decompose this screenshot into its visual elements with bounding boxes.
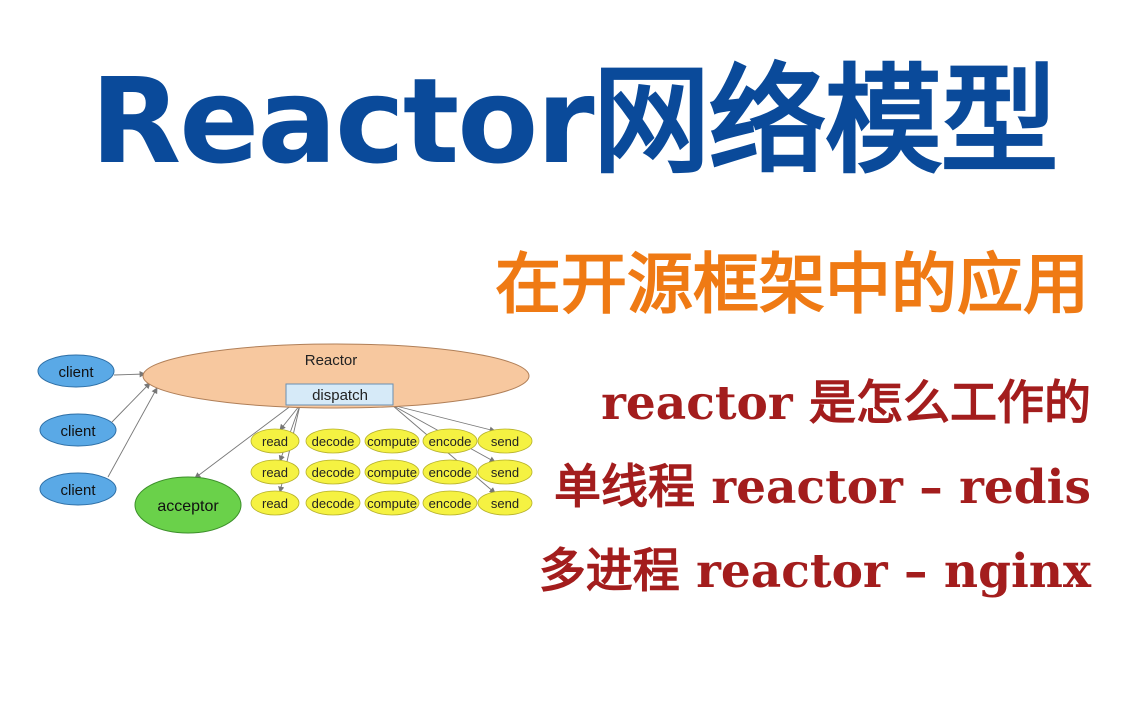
handler-label-read: read (262, 434, 288, 449)
dispatch-box (285, 383, 394, 406)
handler-label-read: read (262, 465, 288, 480)
handler-label-compute: compute (367, 496, 417, 511)
bullet-list: reactor 是怎么工作的 单线程 reactor – redis 多进程 r… (539, 362, 1091, 614)
handler-label-compute: compute (367, 434, 417, 449)
handler-label-encode: encode (429, 434, 472, 449)
handler-node-send (477, 459, 533, 485)
handler-node-read (250, 459, 300, 485)
dispatch-label: dispatch (312, 387, 368, 404)
handler-label-read: read (262, 496, 288, 511)
dispatch-to-send-arrow (391, 404, 496, 433)
handler-node-encode (422, 428, 478, 454)
handler-node-send (477, 490, 533, 516)
client-to-reactor-arrow (111, 382, 151, 423)
client-node (39, 413, 117, 447)
page-subtitle: 在开源框架中的应用 (495, 246, 1089, 323)
reactor-node (142, 343, 530, 409)
bullet-single-thread-redis: 单线程 reactor – redis (554, 460, 1091, 515)
handler-node-compute (364, 490, 420, 516)
handler-label-send: send (491, 496, 519, 511)
acceptor-label: acceptor (157, 498, 219, 515)
bullet-multi-process-nginx: 多进程 reactor – nginx (538, 544, 1091, 599)
client-label: client (60, 423, 96, 440)
handler-label-send: send (491, 434, 519, 449)
acceptor-node (134, 476, 242, 534)
reactor-label: Reactor (305, 352, 358, 369)
client-label: client (58, 364, 94, 381)
handler-node-read (250, 428, 300, 454)
dispatch-to-acceptor-arrow (194, 404, 293, 479)
handler-label-decode: decode (312, 496, 355, 511)
handler-node-decode (305, 459, 361, 485)
dispatch-to-read-arrow (279, 404, 301, 431)
client-node (37, 354, 115, 388)
handler-label-encode: encode (429, 465, 472, 480)
handler-label-send: send (491, 465, 519, 480)
bullet-how-reactor-works: reactor 是怎么工作的 (601, 376, 1091, 431)
handler-grid: read decode compute encode send read decode com… (250, 428, 533, 516)
handler-node-encode (422, 490, 478, 516)
handler-label-encode: encode (429, 496, 472, 511)
client-label: client (60, 482, 96, 499)
handler-node-compute (364, 428, 420, 454)
handler-label-compute: compute (367, 465, 417, 480)
handler-node-decode (305, 490, 361, 516)
client-to-reactor-arrow (113, 371, 146, 378)
handler-label-decode: decode (312, 465, 355, 480)
handler-node-compute (364, 459, 420, 485)
handler-node-decode (305, 428, 361, 454)
reactor-diagram: Reactor dispatch client client client ac… (37, 343, 533, 534)
client-to-reactor-arrow (107, 387, 158, 478)
client-node (39, 472, 117, 506)
handler-node-encode (422, 459, 478, 485)
handler-node-send (477, 428, 533, 454)
page-title: Reactor网络模型 (90, 52, 1058, 190)
handler-node-read (250, 490, 300, 516)
handler-label-decode: decode (312, 434, 355, 449)
